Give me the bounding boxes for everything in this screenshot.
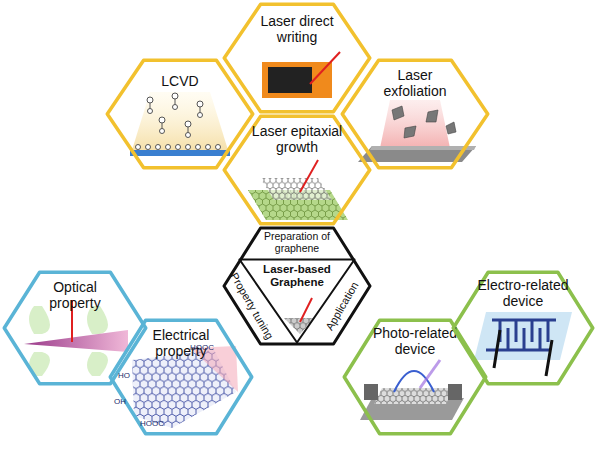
triangle-node: Laser-based Graphene xyxy=(238,258,356,344)
hexagon-node: Preparation of grapheneProperty tuningAp… xyxy=(222,226,372,346)
epitaxial-figure xyxy=(248,160,348,220)
lcvd-figure xyxy=(130,92,230,156)
hexagon-outline xyxy=(107,60,253,168)
optical-figure xyxy=(24,300,128,376)
hexagon-node: Laser direct writing xyxy=(222,2,372,114)
group-label: OH xyxy=(114,398,126,407)
direct-writing-figure xyxy=(262,52,340,98)
photo-device-figure xyxy=(360,360,464,420)
hexagon-outline xyxy=(342,60,488,168)
node-label: LCVD xyxy=(130,74,230,90)
hexagon-outline xyxy=(4,272,146,384)
node-label: Laser-based Graphene xyxy=(256,263,338,289)
hexagon-outline xyxy=(224,4,370,112)
group-label: HOOC xyxy=(140,420,164,429)
node-label: Electro-related device xyxy=(475,278,571,309)
hexagon-node: Optical property xyxy=(2,270,148,386)
group-label: HOOC xyxy=(190,344,214,353)
node-label: Laser epitaxial growth xyxy=(247,124,347,155)
node-label: Preparation of graphene xyxy=(256,231,338,255)
node-label: Application xyxy=(323,280,361,333)
hexagon-node: Electro-related device xyxy=(451,270,595,386)
node-label: Laser direct writing xyxy=(247,14,347,45)
exfoliation-figure xyxy=(358,100,476,162)
hexagon-outline xyxy=(110,320,252,434)
electro-device-figure xyxy=(474,312,572,376)
hexagon-node: LCVD xyxy=(105,58,255,170)
node-label: Photo-related device xyxy=(367,326,463,357)
group-label: HO xyxy=(118,372,130,381)
hexagon-outline xyxy=(453,272,593,384)
hexagon-outline xyxy=(224,116,370,224)
hexagon-node: Laser exfoliation xyxy=(340,58,490,170)
node-label: Laser exfoliation xyxy=(365,68,465,99)
hexagon-node: Laser epitaxial growth xyxy=(222,114,372,226)
hexagon-outline xyxy=(224,228,370,344)
hexagon-node: Photo-related device xyxy=(342,318,488,436)
node-label: Optical property xyxy=(30,280,120,311)
hexagon-outline xyxy=(240,260,355,343)
hexagon-outline xyxy=(344,320,486,434)
